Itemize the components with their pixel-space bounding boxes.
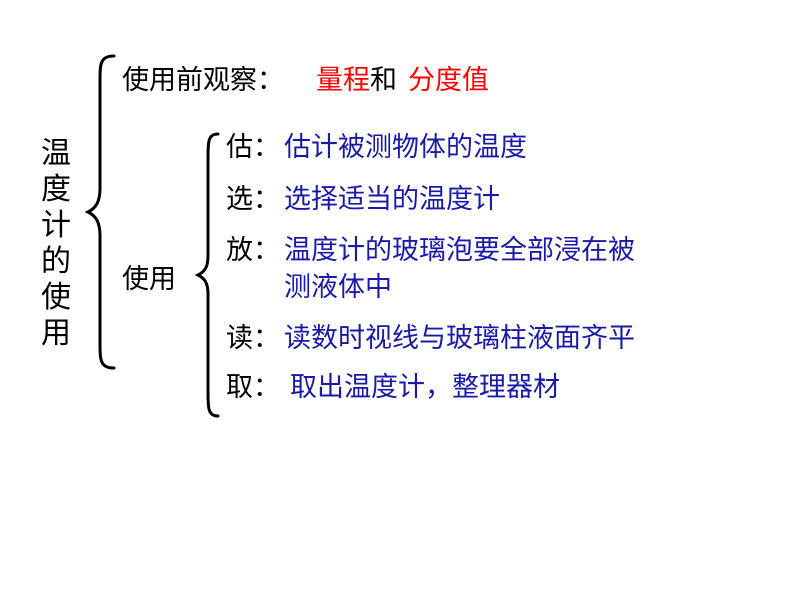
title-char: 用	[41, 316, 71, 351]
step-key: 估：	[226, 132, 280, 163]
connector-text: 和	[370, 65, 397, 96]
range-text: 量程	[316, 65, 370, 96]
use-label: 使用	[122, 264, 176, 295]
step-text: 估计被测物体的温度	[284, 132, 527, 163]
step-text: 读数时视线与玻璃柱液面齐平	[284, 323, 635, 354]
title-char: 使	[41, 280, 71, 315]
step-text: 温度计的玻璃泡要全部浸在被	[284, 235, 635, 266]
step-key: 读：	[226, 323, 280, 354]
title-char: 计	[41, 208, 71, 243]
step-key: 放：	[226, 235, 280, 266]
title-char: 度	[41, 172, 71, 207]
outer-brace	[84, 54, 116, 370]
step-key: 选：	[226, 184, 280, 215]
title-char: 温	[41, 136, 71, 171]
step-text-continuation: 测液体中	[284, 272, 392, 303]
step-text: 取出温度计，整理器材	[290, 372, 560, 403]
inner-brace	[194, 132, 220, 418]
step-key: 取：	[226, 372, 280, 403]
step-text: 选择适当的温度计	[284, 184, 500, 215]
division-value-text: 分度值	[408, 65, 489, 96]
vertical-title: 温 度 计 的 使 用	[36, 136, 76, 352]
before-use-label: 使用前观察：	[122, 65, 284, 96]
title-char: 的	[41, 244, 71, 279]
